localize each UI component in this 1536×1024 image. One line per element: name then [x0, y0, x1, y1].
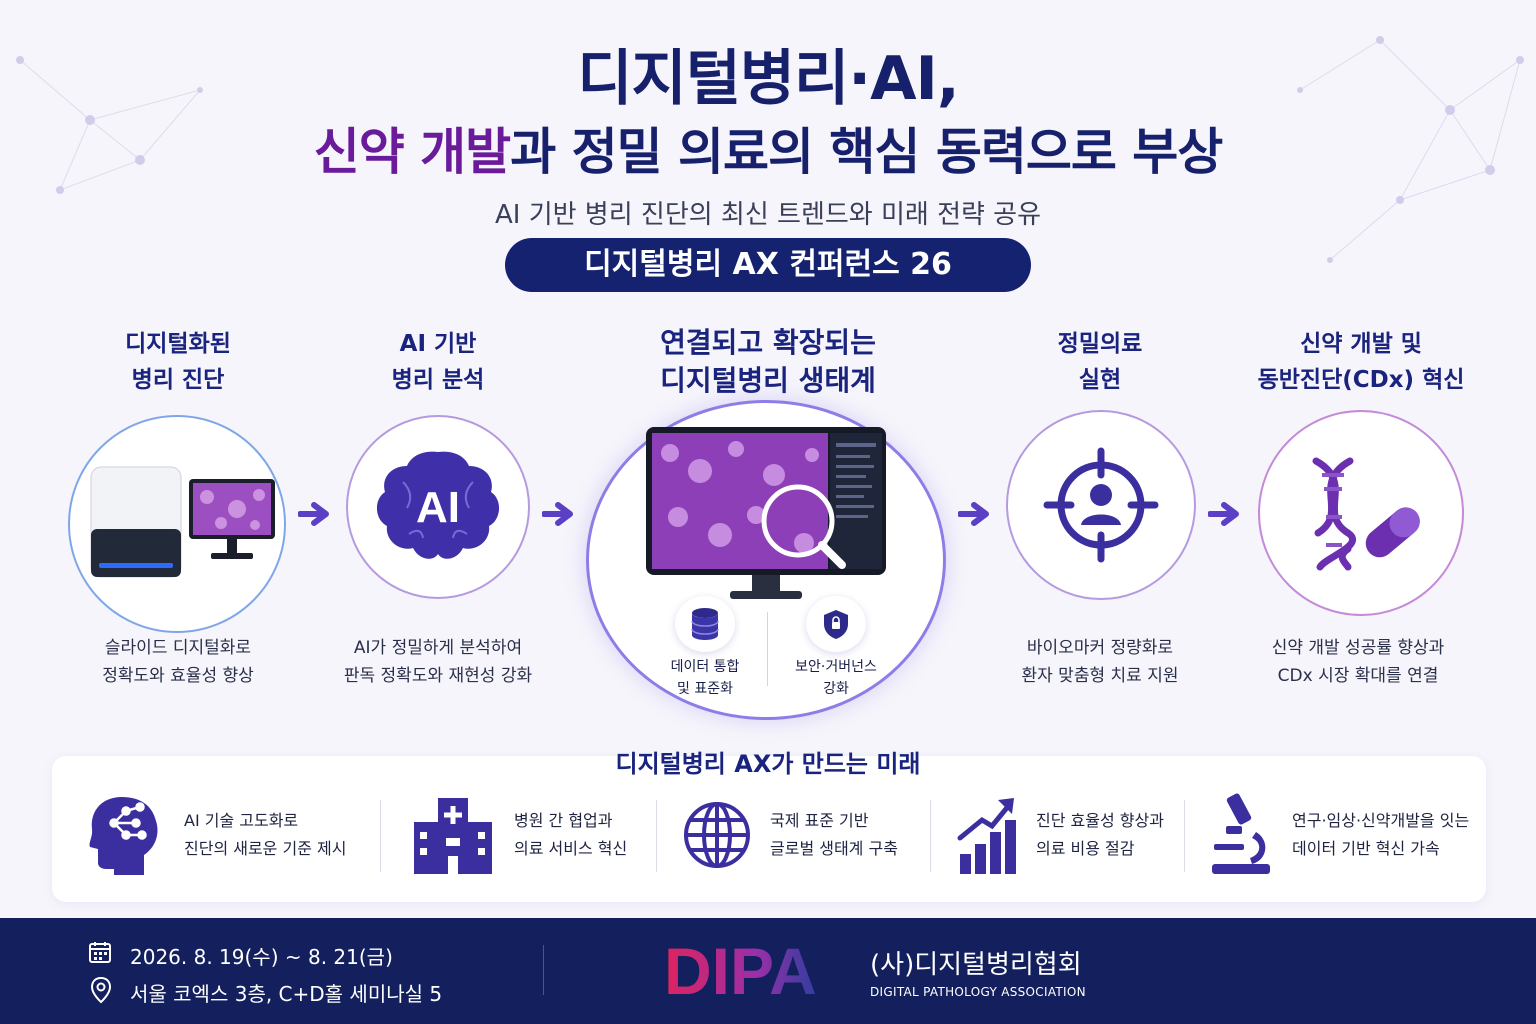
- hospital-icon: [414, 798, 492, 874]
- event-date: 2026. 8. 19(수) ~ 8. 21(금): [130, 945, 393, 969]
- ai-head-icon: [89, 797, 158, 875]
- globe-icon: [684, 802, 750, 868]
- slide-scanner-monitor-icon: [90, 466, 275, 578]
- future-item-3-line2: 글로벌 생태계 구축: [770, 839, 898, 858]
- future-item-5-line2: 데이터 기반 혁신 가속: [1292, 839, 1440, 858]
- target-person-icon: [1043, 447, 1159, 563]
- event-venue: 서울 코엑스 3층, C+D홀 세미나실 5: [130, 982, 443, 1006]
- stage-circle-5: [1258, 410, 1464, 616]
- subtitle: AI 기반 병리 진단의 최신 트렌드와 미래 전략 공유: [494, 200, 1042, 230]
- org-english-name: DIGITAL PATHOLOGY ASSOCIATION: [870, 985, 1086, 999]
- headline-rest: 과 정밀 의료의 핵심 동력으로 부상: [510, 123, 1223, 181]
- conference-name-badge: 디지털병리 AX 컨퍼런스 26: [505, 238, 1031, 292]
- microscope-icon: [1212, 793, 1270, 874]
- future-divider: [656, 800, 657, 872]
- arrow-right-icon-1: [298, 502, 329, 526]
- dna-pill-icon: [1312, 457, 1420, 571]
- stage-circle-3: [586, 400, 946, 720]
- footer-bar: [0, 918, 1536, 1024]
- future-item-3-line1: 국제 표준 기반: [770, 811, 869, 830]
- headline-line2: 신약 개발과 정밀 의료의 핵심 동력으로 부상: [0, 112, 1536, 184]
- future-divider: [1184, 800, 1185, 872]
- monitor-magnifier-icon: [646, 427, 886, 599]
- ai-brain-icon: AI: [376, 451, 500, 559]
- database-icon: [691, 608, 719, 640]
- arrow-right-icon-2: [542, 502, 573, 526]
- sub-item-divider: [767, 612, 768, 686]
- future-item-2-line1: 병원 간 협업과: [514, 811, 613, 830]
- growth-chart-icon: [957, 798, 1016, 874]
- arrow-right-icon-3: [958, 502, 989, 526]
- dipa-logo: DIPA: [664, 936, 817, 1002]
- future-panel-title: 디지털병리 AX가 만드는 미래: [615, 750, 921, 778]
- future-item-2-line2: 의료 서비스 혁신: [514, 839, 628, 858]
- headline-highlight: 신약 개발: [313, 123, 511, 181]
- ai-brain-label: AI: [416, 483, 460, 532]
- stage-circle-4: [1006, 410, 1196, 600]
- future-item-1-line2: 진단의 새로운 기준 제시: [184, 839, 347, 858]
- future-item-4-line2: 의료 비용 절감: [1036, 839, 1135, 858]
- org-name: (사)디지털병리협회: [870, 950, 1082, 980]
- footer-divider: [543, 945, 544, 995]
- arrow-right-icon-4: [1208, 502, 1239, 526]
- location-pin-icon: [90, 976, 112, 1004]
- stage-circle-1: [68, 415, 286, 633]
- shield-icon: [824, 610, 848, 639]
- calendar-icon: [89, 942, 111, 963]
- future-divider: [930, 800, 931, 872]
- svg-text:DIPA: DIPA: [664, 936, 817, 1002]
- future-item-4-line1: 진단 효율성 향상과: [1036, 811, 1164, 830]
- future-divider: [380, 800, 381, 872]
- stage-circle-2: AI: [346, 415, 530, 599]
- future-panel: [52, 756, 1486, 902]
- headline-line1: 디지털병리·AI,: [577, 44, 959, 114]
- future-item-1-line1: AI 기술 고도화로: [184, 811, 299, 830]
- future-item-5-line1: 연구·임상·신약개발을 잇는: [1292, 811, 1470, 830]
